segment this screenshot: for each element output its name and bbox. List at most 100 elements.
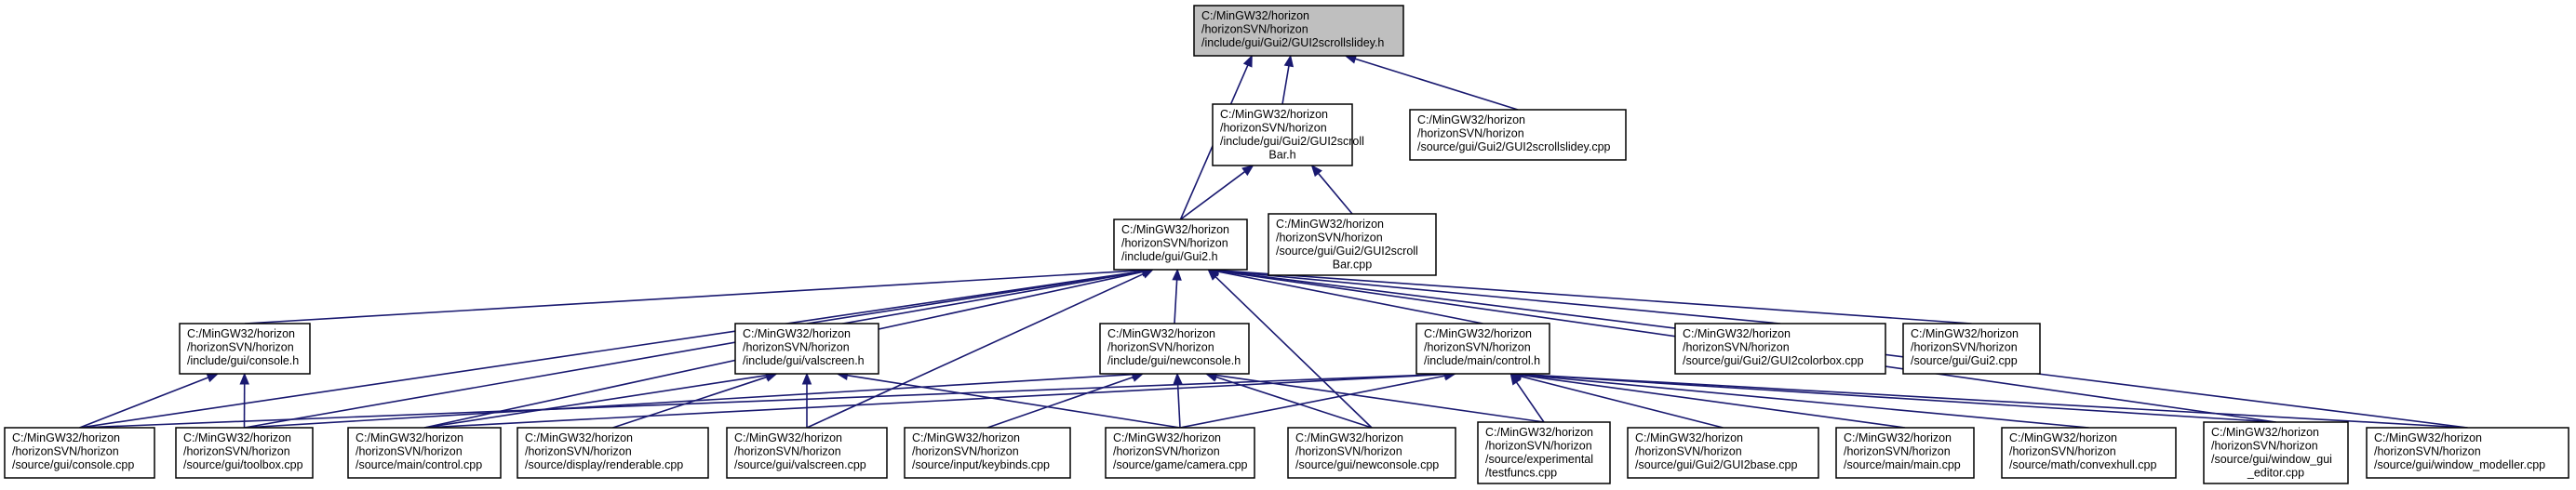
node-label-line: /include/gui/valscreen.h [743,354,865,367]
node-convexhull-cpp[interactable]: C:/MinGW32/horizon/horizonSVN/horizon/so… [2001,427,2177,479]
node-label-line: /source/math/convexhull.cpp [2009,458,2156,471]
node-label-line: /horizonSVN/horizon [1276,232,1383,245]
edge-line [79,377,209,429]
node-gui2-cpp[interactable]: C:/MinGW32/horizon/horizonSVN/horizon/so… [1902,323,2041,375]
edge-line [79,373,1445,429]
edge-console_cpp-to-console_h [79,373,220,429]
node-label-line: C:/MinGW32/horizon [1844,431,1952,444]
node-testfuncs-cpp[interactable]: C:/MinGW32/horizon/horizonSVN/horizon/so… [1477,421,1611,484]
node-camera-cpp[interactable]: C:/MinGW32/horizon/horizonSVN/horizon/so… [1105,427,1255,479]
node-control-h[interactable]: C:/MinGW32/horizon/horizonSVN/horizon/in… [1415,323,1550,375]
node-label-line: /horizonSVN/horizon [743,341,850,354]
node-label-line: C:/MinGW32/horizon [1295,431,1403,444]
node-renderable-cpp[interactable]: C:/MinGW32/horizon/horizonSVN/horizon/so… [517,427,709,479]
node-newconsole-cpp[interactable]: C:/MinGW32/horizon/horizonSVN/horizon/so… [1287,427,1456,479]
edge-line [1515,381,1545,423]
node-label-line: /horizonSVN/horizon [1417,127,1524,140]
node-label-line: /horizonSVN/horizon [734,445,841,458]
node-label-line: C:/MinGW32/horizon [1911,327,2019,340]
node-label-line: /source/gui/Gui2/GUI2colorbox.cpp [1683,354,1864,367]
node-label-line: Bar.h [1268,149,1295,162]
node-newconsole-h[interactable]: C:/MinGW32/horizon/horizonSVN/horizon/in… [1099,323,1250,375]
edge-line [1521,373,2276,423]
node-scrollbar-cpp[interactable]: C:/MinGW32/horizon/horizonSVN/horizon/so… [1268,213,1437,276]
edge-line [1176,383,1181,429]
node-label-line: /horizonSVN/horizon [1107,341,1214,354]
node-colorbox-cpp[interactable]: C:/MinGW32/horizon/horizonSVN/horizon/so… [1674,323,1886,375]
node-label-line: /source/input/keybinds.cpp [912,458,1050,471]
node-keybinds-cpp[interactable]: C:/MinGW32/horizon/horizonSVN/horizon/so… [904,427,1071,479]
node-gui2-h[interactable]: C:/MinGW32/horizon/horizonSVN/horizon/in… [1113,219,1248,271]
node-label-line: C:/MinGW32/horizon [912,431,1020,444]
edge-line [244,269,1143,324]
node-window-gui-editor-cpp[interactable]: C:/MinGW32/horizon/horizonSVN/horizon/so… [2203,421,2349,484]
node-scrollslidey-cpp[interactable]: C:/MinGW32/horizon/horizonSVN/horizon/so… [1409,109,1627,161]
node-label-line: /horizonSVN/horizon [187,341,294,354]
node-label-line: C:/MinGW32/horizon [1220,108,1328,121]
node-valscreen-cpp[interactable]: C:/MinGW32/horizon/horizonSVN/horizon/so… [726,427,888,479]
edge-line [1521,374,2089,429]
node-box [179,323,311,375]
edge-line [1317,172,1353,215]
node-label-line: C:/MinGW32/horizon [2009,431,2117,444]
node-main-cpp[interactable]: C:/MinGW32/horizon/horizonSVN/horizon/so… [1835,427,1975,479]
node-box [1268,213,1437,276]
node-label-line: /source/gui/toolbox.cpp [183,458,303,471]
node-box [2366,427,2569,479]
edge-line [806,272,1145,429]
node-window-modeller-cpp[interactable]: C:/MinGW32/horizon/horizonSVN/horizon/so… [2366,427,2569,479]
node-label-line: /source/game/camera.cpp [1113,458,1248,471]
node-box [2001,427,2177,479]
node-label-line: C:/MinGW32/horizon [1683,327,1791,340]
edge-toolbox_cpp-to-console_h [239,372,249,429]
node-gui2base-cpp[interactable]: C:/MinGW32/horizon/horizonSVN/horizon/so… [1627,427,1819,479]
node-label-line: /horizonSVN/horizon [1113,445,1220,458]
edge-camera_cpp-to-newconsole_h [1173,372,1183,429]
node-label-line: /source/gui/window_modeller.cpp [2374,458,2545,471]
node-label-line: /source/experimental [1485,453,1593,466]
node-label-line: /horizonSVN/horizon [1683,341,1790,354]
edge-line [847,374,1181,429]
nodes-layer: C:/MinGW32/horizon/horizonSVN/horizon/in… [4,5,2569,484]
edge-line [423,373,1445,429]
node-label-line: C:/MinGW32/horizon [187,327,295,340]
edge-control_cpp-to-control_h [423,369,1457,429]
edge-line [1521,374,1906,429]
node-toolbox-cpp[interactable]: C:/MinGW32/horizon/horizonSVN/horizon/so… [175,427,314,479]
node-label-line: /horizonSVN/horizon [1201,23,1308,36]
node-label-line: /horizonSVN/horizon [356,445,463,458]
node-box [1627,427,1819,479]
node-box [1902,323,2041,375]
node-label-line: /include/gui/Gui2.h [1121,250,1218,263]
edge-camera_cpp-to-control_h [1179,371,1457,429]
node-scrollbar-h[interactable]: C:/MinGW32/horizon/horizonSVN/horizon/in… [1212,103,1364,166]
node-label-line: C:/MinGW32/horizon [743,327,851,340]
edge-line [1218,270,1781,324]
node-label-line: /horizonSVN/horizon [1295,445,1402,458]
node-console-h[interactable]: C:/MinGW32/horizon/horizonSVN/horizon/in… [179,323,311,375]
node-label-line: C:/MinGW32/horizon [1113,431,1221,444]
node-label-line: /source/gui/Gui2/GUI2scrollslidey.cpp [1417,140,1611,153]
node-label-line: C:/MinGW32/horizon [1417,113,1525,126]
node-label-line: /source/gui/valscreen.cpp [734,458,866,471]
edge-line [1180,170,1246,220]
edge-valscreen_cpp-to-valscreen_h [801,372,812,428]
node-label-line: /include/gui/console.h [187,354,299,367]
node-label-line: /source/gui/Gui2.cpp [1911,354,2018,367]
node-box [726,427,888,479]
edge-camera_cpp-to-valscreen_h [836,370,1181,429]
node-console-cpp[interactable]: C:/MinGW32/horizon/horizonSVN/horizon/so… [4,427,155,479]
node-label-line: /horizonSVN/horizon [1220,122,1327,135]
edge-line [244,373,1134,429]
edge-line [1174,279,1178,324]
node-control-cpp[interactable]: C:/MinGW32/horizon/horizonSVN/horizon/so… [347,427,502,479]
node-label-line: /horizonSVN/horizon [525,445,632,458]
node-label-line: C:/MinGW32/horizon [2374,431,2482,444]
arrowhead-icon [1173,372,1183,385]
node-box [1415,323,1550,375]
edge-line [1520,375,1724,429]
node-valscreen-h[interactable]: C:/MinGW32/horizon/horizonSVN/horizon/in… [734,323,879,375]
node-label-line: /horizonSVN/horizon [12,445,119,458]
node-box [1835,427,1975,479]
node-root[interactable]: C:/MinGW32/horizon/horizonSVN/horizon/in… [1193,5,1404,57]
